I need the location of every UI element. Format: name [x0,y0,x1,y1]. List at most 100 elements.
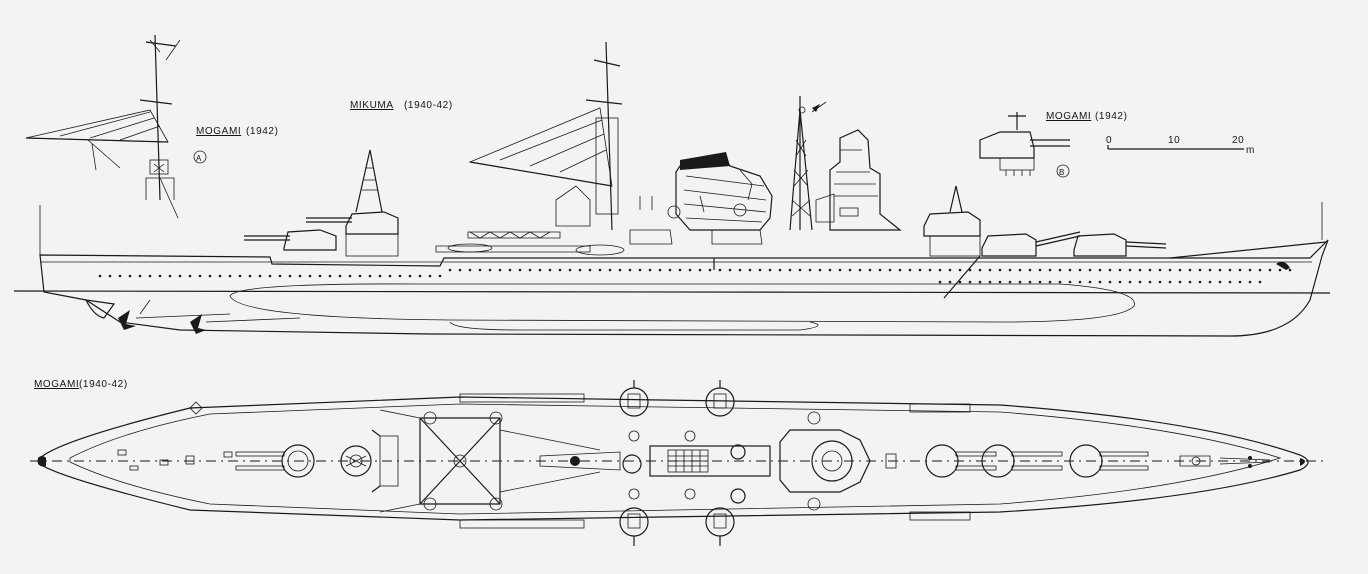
porthole [458,268,462,272]
porthole [948,280,952,284]
porthole [258,274,262,278]
porthole [528,268,532,272]
porthole [1058,268,1062,272]
label-mogami-a-name: MOGAMI [196,126,241,137]
detail-a-aft-mast [25,34,181,219]
porthole [738,268,742,272]
porthole [1158,280,1162,284]
porthole [658,268,662,272]
porthole [1268,268,1272,272]
porthole [448,268,452,272]
porthole [578,268,582,272]
porthole [818,268,822,272]
scale-tick-20: 20 [1232,135,1244,146]
porthole [1078,268,1082,272]
label-mogami-1942-a: MOGAMI (1942) A [193,126,279,164]
porthole [268,274,272,278]
label-mogami-1942-b: MOGAMI (1942) B [1046,111,1127,178]
porthole [1288,268,1292,272]
porthole [798,268,802,272]
porthole [608,268,612,272]
porthole [678,268,682,272]
porthole [668,268,672,272]
porthole [208,274,212,278]
porthole [1088,280,1092,284]
porthole [938,268,942,272]
porthole [708,268,712,272]
porthole [1168,280,1172,284]
marker-b-circle [1056,164,1070,178]
aft-turrets [244,149,399,257]
aircraft-deck [435,231,625,256]
bridge [815,129,902,231]
porthole [988,268,992,272]
porthole [958,280,962,284]
forward-turrets [923,185,1167,299]
porthole [568,268,572,272]
porthole [348,274,352,278]
porthole [1098,280,1102,284]
porthole [1098,268,1102,272]
porthole [1258,280,1262,284]
porthole [688,268,692,272]
porthole [1068,280,1072,284]
porthole [588,268,592,272]
porthole [1168,268,1172,272]
plan-catapult-frame [379,393,601,529]
porthole [1238,268,1242,272]
porthole [538,268,542,272]
porthole [1108,268,1112,272]
porthole [1228,268,1232,272]
porthole [848,268,852,272]
porthole [828,268,832,272]
funnel [675,152,773,231]
plan-hull-outline [37,396,1309,521]
porthole [748,268,752,272]
porthole [178,274,182,278]
porthole [518,268,522,272]
porthole [338,274,342,278]
porthole [1278,268,1282,272]
porthole [1208,268,1212,272]
porthole [1188,268,1192,272]
porthole [1038,268,1042,272]
porthole [1108,280,1112,284]
porthole [1158,268,1162,272]
porthole [1048,268,1052,272]
porthole [288,274,292,278]
porthole [468,268,472,272]
porthole [1138,268,1142,272]
porthole [418,274,422,278]
porthole [628,268,632,272]
porthole [298,274,302,278]
plan-forward-turrets [909,403,1149,521]
plan-view-mogami [30,380,1325,546]
propeller-2 [190,314,206,334]
label-mogami-plan-years: (1940-42) [79,379,128,390]
porthole [118,274,122,278]
porthole [198,274,202,278]
porthole [238,274,242,278]
porthole [1018,280,1022,284]
label-mogami-a-years: (1942) [246,126,279,137]
porthole [478,268,482,272]
waterline [13,290,1331,294]
porthole [1248,280,1252,284]
porthole [1078,280,1082,284]
porthole [98,274,102,278]
porthole [918,268,922,272]
porthole [308,274,312,278]
porthole [788,268,792,272]
porthole [1218,280,1222,284]
porthole [1148,268,1152,272]
detail-b-turret [979,112,1070,176]
side-profile-mikuma [13,41,1331,337]
marker-a-circle [193,150,207,164]
porthole [638,268,642,272]
main-mast [468,41,623,231]
porthole [318,274,322,278]
porthole [728,268,732,272]
porthole [908,268,912,272]
porthole [548,268,552,272]
porthole [968,268,972,272]
